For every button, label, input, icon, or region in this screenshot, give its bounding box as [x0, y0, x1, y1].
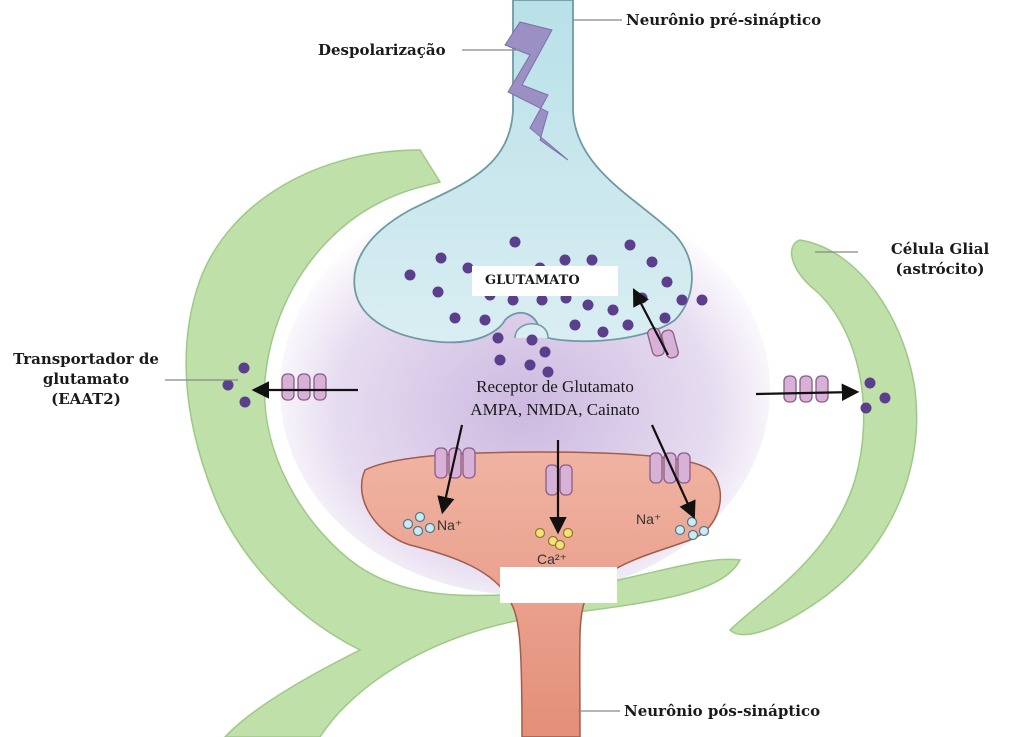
- label-glutamate-receptor: Receptor de Glutamato AMPA, NMDA, Cainat…: [430, 375, 680, 421]
- label-glutamate: GLUTAMATO: [485, 271, 580, 291]
- label-postsynaptic-neuron: Neurônio pós-sináptico: [624, 701, 820, 721]
- label-transporter-line1: Transportador de: [6, 349, 166, 369]
- label-glutamate-transporter: Transportador de glutamato (EAAT2): [6, 349, 166, 409]
- label-ion-na-right: Na⁺: [636, 511, 661, 528]
- label-glial-line1: Célula Glial: [870, 239, 1010, 259]
- label-ion-ca: Ca²⁺: [537, 551, 567, 568]
- label-transporter-line3: (EAAT2): [6, 389, 166, 409]
- label-receptor-line1: Receptor de Glutamato: [430, 375, 680, 398]
- blank-box: [500, 567, 617, 603]
- label-glial-cell: Célula Glial (astrócito): [870, 239, 1010, 279]
- label-transporter-line2: glutamato: [6, 369, 166, 389]
- label-glial-line2: (astrócito): [870, 259, 1010, 279]
- label-depolarization: Despolarização: [318, 40, 446, 60]
- label-presynaptic-neuron: Neurônio pré-sináptico: [626, 10, 821, 30]
- label-ion-na-left: Na⁺: [437, 517, 462, 534]
- label-receptor-line2: AMPA, NMDA, Cainato: [430, 398, 680, 421]
